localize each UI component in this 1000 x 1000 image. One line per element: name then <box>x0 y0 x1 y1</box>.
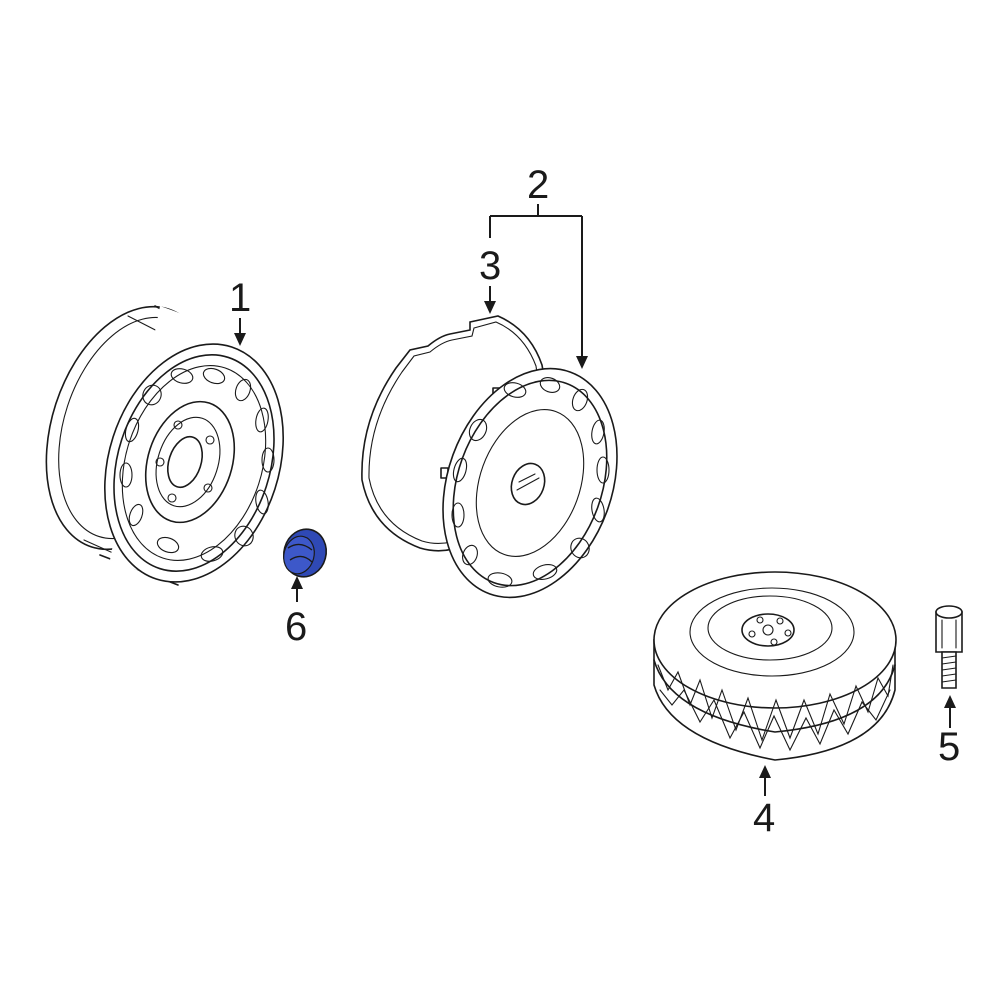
callout-4: 4 <box>753 796 775 840</box>
part-1-steel-wheel[interactable] <box>17 285 312 605</box>
callout-1: 1 <box>229 276 251 320</box>
callout-2: 2 <box>527 163 549 207</box>
part-5-valve-stem[interactable] <box>935 605 963 689</box>
part-6-center-cap[interactable] <box>279 524 332 581</box>
callout-3: 3 <box>479 244 501 288</box>
leader-lines <box>234 204 956 796</box>
callout-5: 5 <box>938 725 960 769</box>
part-2-wheel-cover[interactable] <box>413 344 648 622</box>
part-4-spare-tire[interactable] <box>653 571 897 761</box>
callout-6: 6 <box>285 605 307 649</box>
